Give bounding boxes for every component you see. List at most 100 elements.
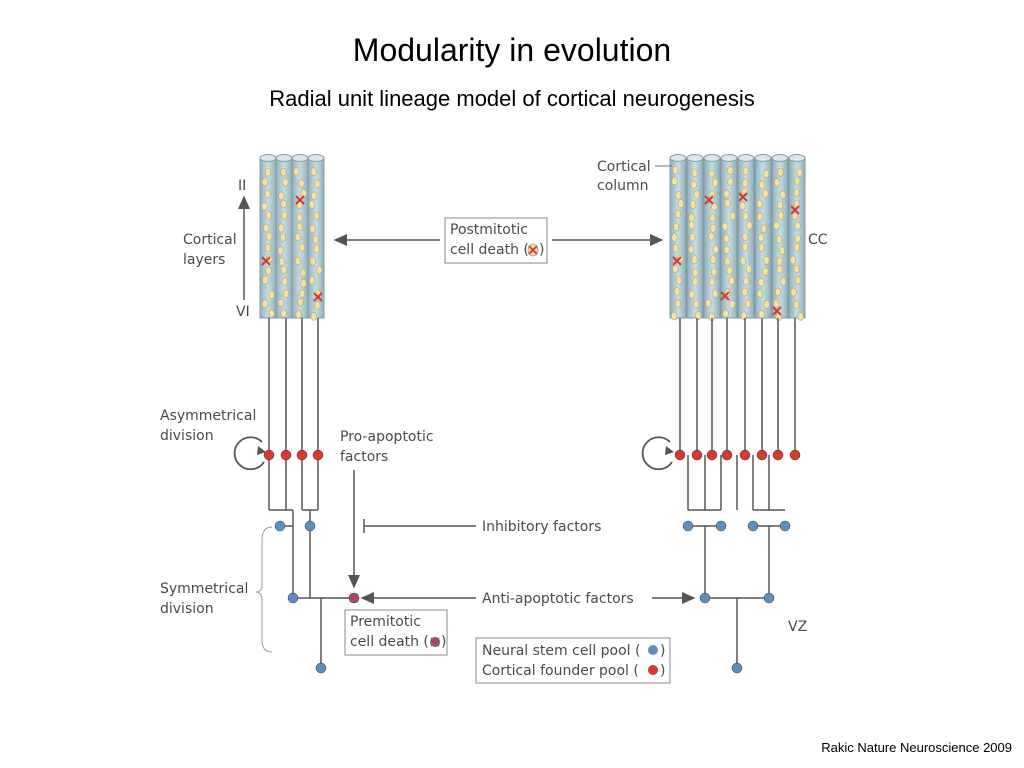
- neuron-cell: [277, 298, 285, 308]
- neuron-cell: [279, 233, 286, 242]
- founder-cell: [296, 449, 308, 461]
- neuron-cell: [742, 232, 749, 242]
- postmitotic-paren: ): [539, 242, 544, 258]
- premitotic-label-2: cell death (: [350, 634, 429, 650]
- neuron-cell: [309, 256, 317, 266]
- founder-cell: [263, 449, 275, 461]
- neuron-cell: [688, 290, 696, 299]
- right-self-renew-head: [665, 446, 674, 455]
- neuron-cell: [744, 299, 751, 309]
- neuron-cell: [672, 243, 679, 253]
- neuron-cell: [675, 276, 683, 285]
- neuron-cell: [296, 213, 303, 222]
- neuron-cell: [295, 310, 302, 319]
- neuron-cell: [793, 188, 800, 197]
- stem-cell: [715, 520, 727, 532]
- lineage-lines: [268, 318, 796, 668]
- neuron-cell: [758, 243, 765, 252]
- neuron-cell: [724, 198, 731, 208]
- legend-stem-label: Neural stem cell pool (: [482, 643, 640, 659]
- neuron-cell: [763, 256, 770, 265]
- neuron-cell: [671, 176, 678, 186]
- neuron-cell: [708, 232, 715, 241]
- neuron-cell: [711, 289, 719, 299]
- neuron-cell: [316, 265, 323, 275]
- stem-cell: [779, 520, 791, 532]
- neuron-cell: [261, 177, 269, 187]
- cortical-column: [686, 154, 704, 321]
- neuron-cell: [742, 242, 749, 252]
- cortical-column: [307, 154, 325, 321]
- neuron-cell: [281, 211, 288, 220]
- cortical-layers-label-2: layers: [183, 252, 225, 268]
- cortical-column: [703, 154, 721, 322]
- neuron-cell: [710, 267, 718, 277]
- neuron-cell: [297, 297, 304, 307]
- neuron-cell: [739, 201, 746, 211]
- neuron-cell: [674, 287, 681, 296]
- neuron-cell: [688, 213, 695, 222]
- neuron-cell: [295, 232, 302, 242]
- neuron-cell: [777, 200, 784, 210]
- neuron-cell: [309, 276, 316, 285]
- neuron-cell: [708, 277, 716, 287]
- neuron-cell: [722, 309, 729, 318]
- dead-cell-x-icon: [738, 192, 748, 202]
- neuron-cell: [282, 177, 289, 187]
- neuron-cell: [278, 191, 285, 201]
- postmitotic-label-2: cell death (: [450, 242, 529, 258]
- neuron-cell: [264, 189, 271, 199]
- founder-cell: [789, 449, 801, 461]
- neuron-cell: [672, 264, 679, 274]
- neuron-cell: [693, 299, 700, 309]
- neuron-cell: [313, 244, 320, 254]
- neuron-cell: [296, 222, 303, 232]
- cortical-column: [737, 154, 755, 320]
- premitotic-x-mark: [349, 593, 359, 603]
- neuron-cell: [726, 266, 733, 275]
- proapoptotic-label-2: factors: [340, 449, 388, 465]
- neuron-cell: [793, 243, 801, 252]
- neuron-cell: [692, 277, 699, 286]
- neuron-cell: [308, 200, 316, 209]
- neuron-cell: [280, 309, 287, 318]
- asymmetrical-label-1: Asymmetrical: [160, 408, 256, 424]
- neuron-cell: [674, 299, 681, 308]
- dead-cell-x-icon: [704, 195, 714, 205]
- neuron-cell: [298, 243, 306, 252]
- stem-cell: [699, 592, 711, 604]
- symmetrical-label-1: Symmetrical: [160, 581, 248, 597]
- neuron-cell: [780, 277, 787, 286]
- neuron-cell: [724, 257, 731, 266]
- cortical-column: [275, 154, 293, 319]
- neuron-cell: [264, 167, 272, 177]
- neuron-cell: [688, 220, 695, 230]
- premitotic-paren: ): [441, 634, 446, 650]
- legend-founder-paren: ): [660, 663, 665, 679]
- neuron-cell: [278, 257, 286, 266]
- dead-cell-x-icon: [313, 292, 323, 302]
- neuron-cell: [690, 200, 697, 209]
- premitotic-label-1: Premitotic: [350, 614, 421, 630]
- dead-cell-x-icon: [720, 291, 730, 301]
- neuron-cell: [688, 245, 695, 254]
- dead-cell-x-icon: [261, 256, 271, 266]
- neuron-cell: [743, 276, 750, 286]
- layer-ii-label: II: [238, 178, 246, 194]
- antiapoptotic-label: Anti-apoptotic factors: [482, 591, 634, 607]
- legend-stem-swatch: [648, 645, 658, 655]
- right-cortical-columns: [669, 154, 806, 322]
- neuron-cell: [314, 179, 321, 189]
- neuron-cell: [672, 165, 679, 175]
- symmetrical-label-2: division: [160, 601, 214, 617]
- neuron-cell: [762, 189, 769, 198]
- neuron-cell: [723, 189, 730, 199]
- neuron-cell: [280, 265, 287, 275]
- layer-vi-label: VI: [236, 304, 250, 320]
- neuron-cell: [729, 299, 736, 309]
- founder-cell: [721, 449, 733, 461]
- neuron-cell: [777, 167, 784, 177]
- cc-label: CC: [808, 232, 828, 248]
- neuron-cell: [796, 168, 803, 177]
- founder-cell: [739, 449, 751, 461]
